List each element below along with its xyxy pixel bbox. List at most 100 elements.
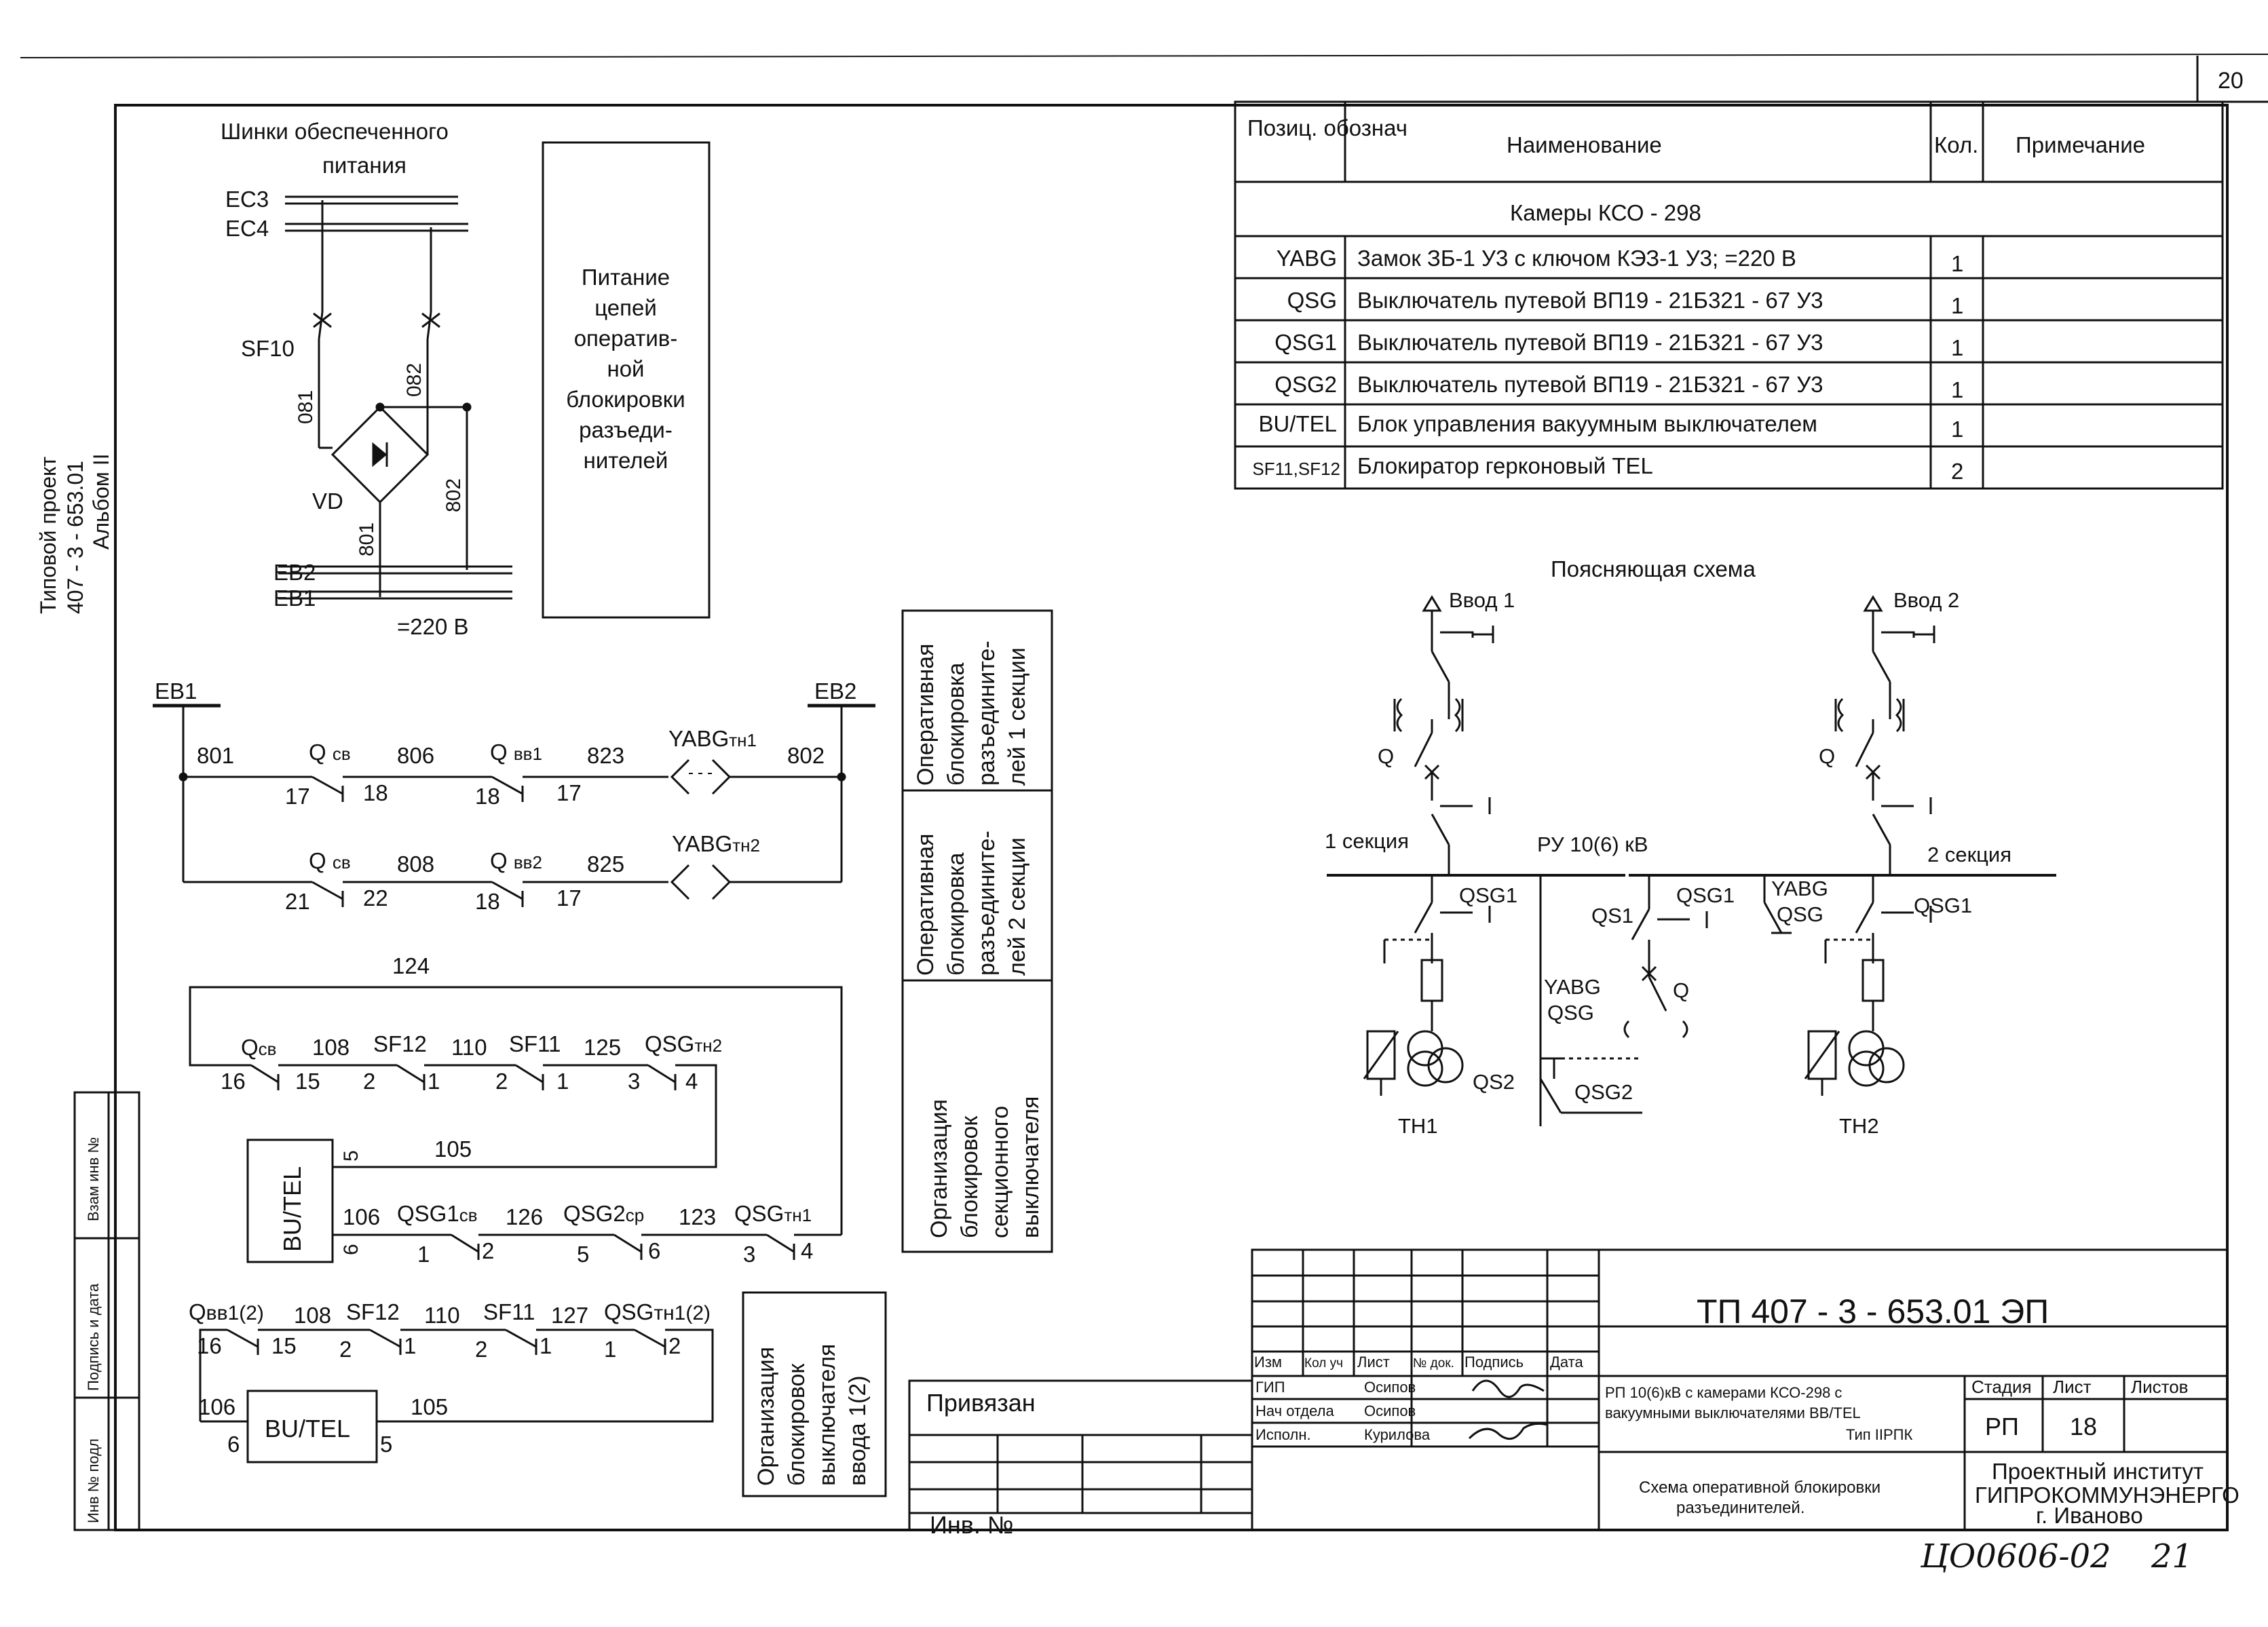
contact-number: 22	[363, 885, 388, 911]
wire-label: 126	[506, 1204, 543, 1229]
footer-archive-code: ЦО0606-02	[1920, 1537, 2111, 1575]
contact-q-sv: Q св	[309, 740, 351, 765]
wire-801: 801	[356, 522, 378, 556]
object-description: Тип IIРПК	[1846, 1426, 1912, 1443]
bus-title-2: питания	[322, 153, 407, 178]
lock-yabg-tn1: YABGтн1	[668, 726, 757, 751]
terminal-number: 5	[380, 1432, 392, 1457]
spec-pos: QSG2	[1274, 372, 1337, 397]
contact-number: 2	[363, 1069, 375, 1094]
spec-name: Выключатель путевой ВП19 - 21Б321 - 67 У…	[1357, 372, 1823, 397]
wire-label: 124	[392, 953, 430, 978]
section1-note-line: разъедините-	[974, 640, 1000, 786]
lock-yabg-tn2: YABGтн2	[672, 831, 760, 856]
sectional-note-line: секционного	[987, 1106, 1013, 1238]
contact-q-vv2: Q вв2	[490, 848, 542, 873]
spec-pos: YABG	[1277, 246, 1337, 271]
power-note-line: нителей	[584, 448, 668, 473]
spec-header-name: Наименование	[1507, 132, 1662, 157]
contact-qsg-tn1: QSGтн1	[734, 1201, 812, 1226]
contact-number: 2	[495, 1069, 508, 1094]
column-header: Лист	[1357, 1354, 1390, 1371]
contact-number: 21	[285, 889, 310, 914]
spec-pos: SF11,SF12	[1252, 459, 1340, 479]
label-vvod-2: Ввод 2	[1893, 588, 1959, 612]
contact-number: 17	[285, 784, 310, 809]
wire-label: 110	[451, 1035, 487, 1060]
sheet-value: 18	[2070, 1413, 2097, 1440]
document-code: ТП 407 - 3 - 653.01 ЭП	[1697, 1293, 2049, 1331]
label-qs2: QS2	[1473, 1070, 1515, 1094]
input-note-line: ввода 1(2)	[845, 1375, 871, 1486]
stage-value: РП	[1985, 1413, 2019, 1440]
signature-2	[1468, 1422, 1548, 1440]
section1-note-line: блокировка	[943, 663, 969, 786]
contact-qsg1-sv: QSG1св	[397, 1201, 478, 1226]
section2-note-line: Оперативная	[913, 833, 939, 976]
sectional-note-line: выключателя	[1018, 1096, 1044, 1238]
contact-number: 4	[685, 1069, 698, 1094]
wire-label: 105	[411, 1394, 448, 1419]
wire-label: 806	[397, 743, 434, 768]
bu-tel-block-2	[246, 1390, 378, 1463]
spec-qty: 1	[1951, 335, 1963, 360]
spec-group: Камеры КСО - 298	[1510, 200, 1701, 225]
spec-qty: 1	[1951, 417, 1963, 442]
contact-number: 17	[556, 885, 582, 911]
section2-note-line: разъедините-	[974, 830, 1000, 976]
power-note-line: ной	[607, 356, 644, 381]
contact-number: 2	[339, 1337, 352, 1362]
spec-name: Замок ЗБ-1 У3 с ключом КЭЗ-1 У3; =220 В	[1357, 246, 1796, 271]
organization: Проектный институт	[1992, 1459, 2204, 1484]
sectional-note-line: блокировок	[957, 1115, 983, 1238]
power-note-box	[542, 141, 711, 619]
bus-title-1: Шинки обеспеченного	[221, 119, 449, 144]
label-section-2: 2 секция	[1927, 843, 2011, 866]
contact-q-vv1: Q вв1	[490, 740, 542, 765]
contact-number: 2	[668, 1333, 681, 1358]
drawing-title: Схема оперативной блокировки	[1639, 1478, 1880, 1497]
side-title-1: Типовой проект	[36, 457, 60, 614]
power-supply-circuit	[278, 195, 512, 600]
contact-q-sv-2: Q св	[309, 848, 351, 873]
column-header: № док.	[1413, 1356, 1454, 1371]
label-sf10: SF10	[241, 336, 295, 361]
spec-qty: 1	[1951, 377, 1963, 402]
contact-number: 1	[556, 1069, 569, 1094]
terminal-number: 5	[340, 1150, 362, 1162]
label-ec4: EC4	[225, 216, 269, 241]
contact-number: 1	[540, 1333, 552, 1358]
label-th1: ТН1	[1398, 1114, 1438, 1138]
wire-802: 802	[442, 478, 465, 512]
label-q: Q	[1673, 978, 1689, 1002]
contact-number: 4	[801, 1238, 813, 1263]
side-title-3: Альбом II	[89, 454, 113, 550]
binding-label: Привязан	[926, 1389, 1036, 1417]
explanatory-diagram	[1327, 595, 2056, 1126]
label-section-1: 1 секция	[1325, 829, 1409, 853]
label-qsg1: QSG1	[1459, 883, 1517, 907]
label-q: Q	[1819, 744, 1835, 768]
side-stamp-cell-3: Инв № подл	[85, 1438, 102, 1523]
contact-number: 2	[482, 1238, 494, 1263]
column-header: Кол уч	[1304, 1356, 1343, 1371]
label-qsg: QSG	[1547, 1001, 1594, 1025]
spec-header-pos: Позиц. обознач	[1247, 115, 1407, 140]
label-eb2: EB2	[273, 560, 316, 585]
organization: ГИПРОКОММУНЭНЕРГО	[1975, 1482, 2239, 1508]
label-sf12: SF12	[373, 1031, 427, 1056]
label-vvod-1: Ввод 1	[1449, 588, 1515, 612]
person-name: Курилова	[1364, 1426, 1431, 1443]
contact-number: 1	[428, 1069, 440, 1094]
sheets-header: Листов	[2131, 1377, 2188, 1397]
side-stamp	[73, 1091, 140, 1531]
spec-qty: 1	[1951, 251, 1963, 276]
contact-number: 3	[743, 1242, 755, 1267]
label-qsg1: QSG1	[1676, 883, 1735, 907]
section1-note-line: лей 1 секции	[1004, 647, 1030, 786]
signature-1	[1471, 1379, 1545, 1398]
contact-number: 15	[295, 1069, 320, 1094]
label-qsg1: QSG1	[1914, 894, 1972, 917]
label-sf11: SF11	[509, 1031, 561, 1056]
